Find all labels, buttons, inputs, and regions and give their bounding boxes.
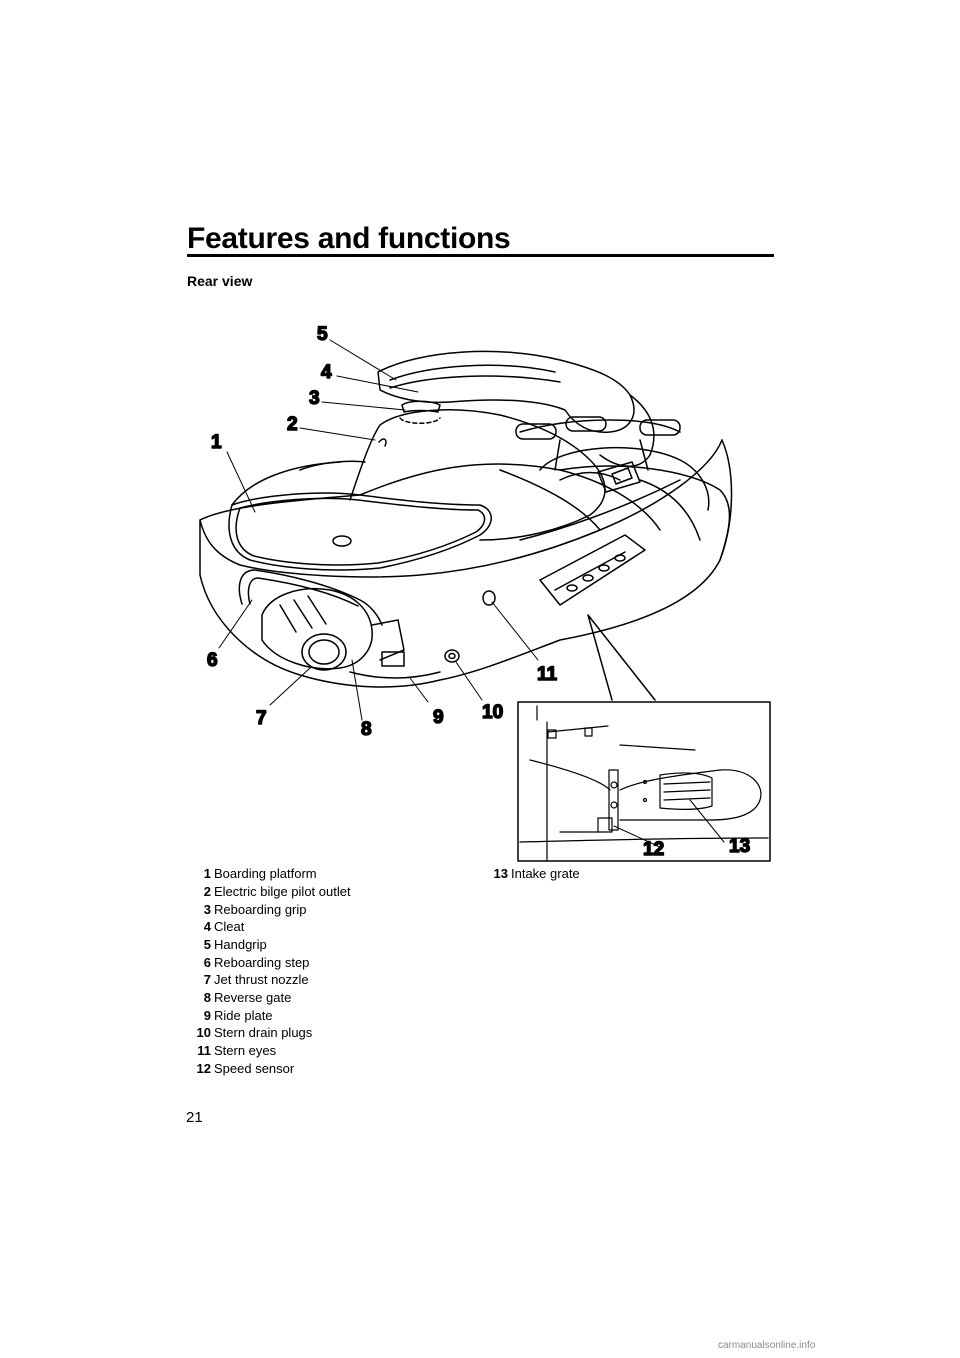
ride-plate-drawing bbox=[349, 671, 441, 679]
callout-13: 13 bbox=[729, 836, 750, 857]
callout-9: 9 bbox=[433, 707, 444, 728]
callout-10: 10 bbox=[482, 702, 503, 723]
callout-2: 2 bbox=[287, 414, 298, 435]
section-heading: Rear view bbox=[187, 273, 253, 289]
side-intake-drawing bbox=[539, 534, 646, 606]
stern-eye-drawing bbox=[482, 590, 496, 606]
page-number: 21 bbox=[186, 1109, 203, 1126]
reboarding-step-bar bbox=[238, 569, 383, 626]
callout-11: 11 bbox=[537, 664, 558, 685]
callout-1: 1 bbox=[211, 432, 222, 453]
drain-plug-drawing bbox=[444, 649, 460, 663]
callout-3: 3 bbox=[309, 388, 320, 409]
handlebar-drawing bbox=[515, 416, 681, 471]
rear-deck bbox=[349, 409, 606, 541]
callout-8: 8 bbox=[361, 719, 372, 740]
callout-6: 6 bbox=[207, 650, 218, 671]
title-rule bbox=[187, 254, 774, 257]
callout-5: 5 bbox=[317, 324, 328, 345]
callout-12: 12 bbox=[643, 839, 664, 860]
leader-lines bbox=[218, 339, 725, 849]
inset-detail-drawing bbox=[519, 705, 769, 861]
callout-7: 7 bbox=[256, 708, 267, 729]
hull-outline bbox=[199, 463, 731, 688]
page-title: Features and functions bbox=[187, 222, 511, 255]
seat-drawing bbox=[377, 350, 655, 467]
inset-frame bbox=[517, 701, 771, 862]
jet-nozzle-drawing bbox=[261, 588, 405, 671]
watermark-text: carmanualsonline.info bbox=[718, 1340, 816, 1351]
boarding-platform-mat bbox=[228, 492, 492, 571]
callout-4: 4 bbox=[321, 362, 332, 383]
